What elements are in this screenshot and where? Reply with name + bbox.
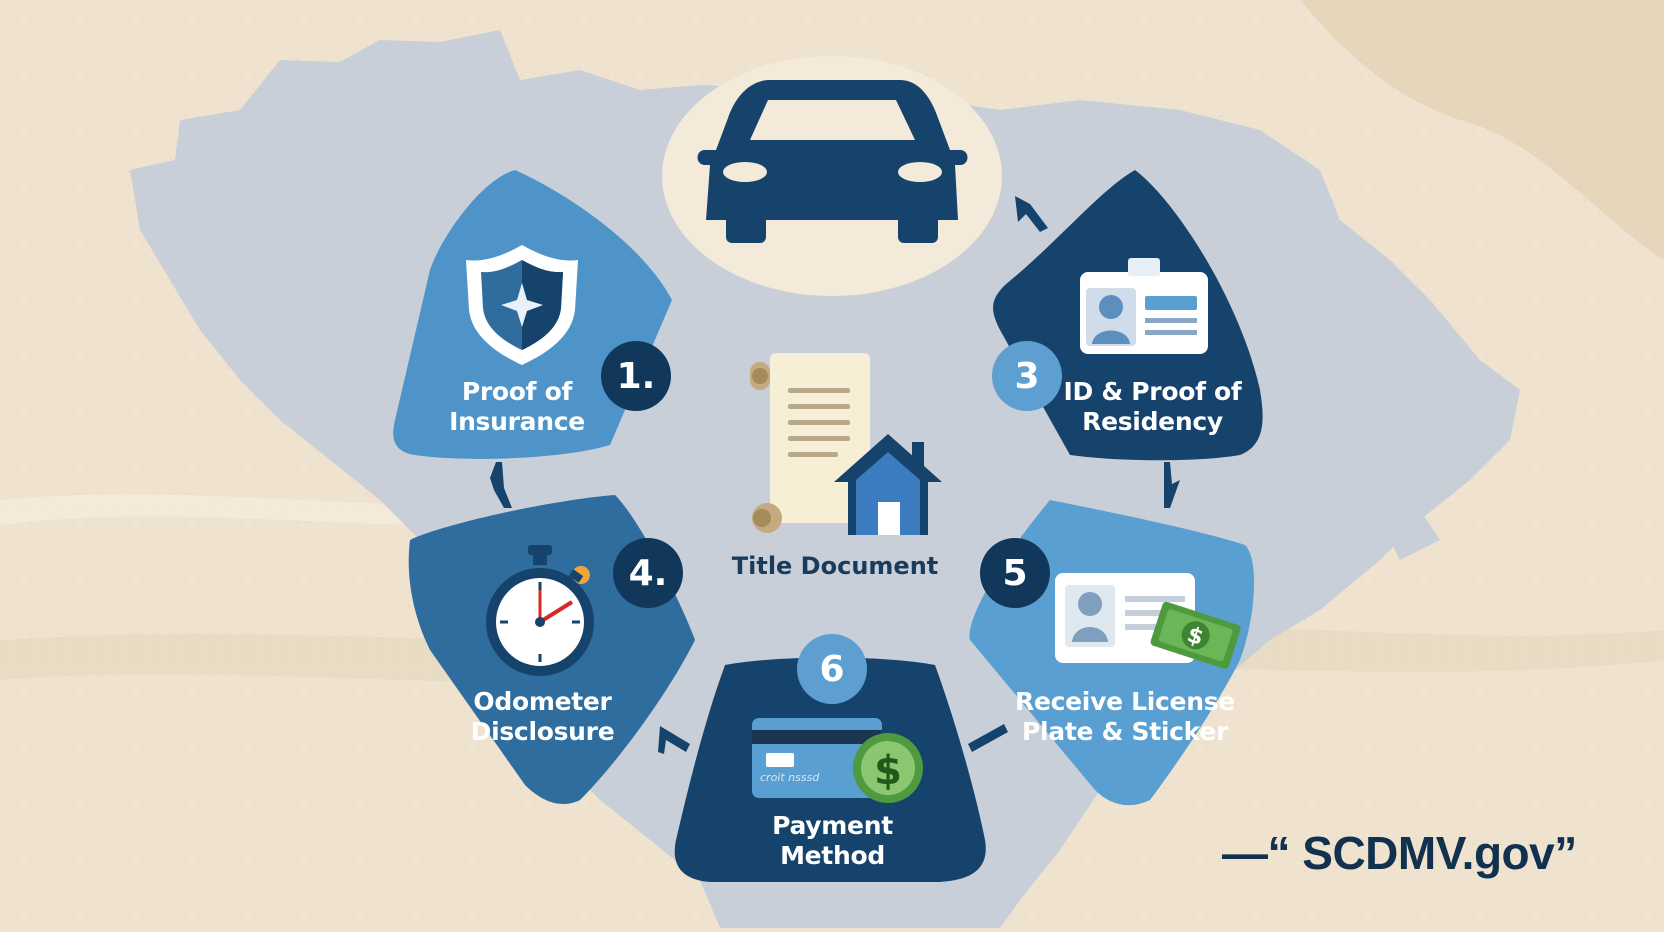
arrow-5-to-6	[968, 724, 1008, 752]
id-card-icon	[1080, 258, 1208, 354]
svg-text:$: $	[1184, 622, 1206, 651]
step-5-number: 5	[980, 538, 1050, 608]
arrow-1-to-4	[490, 462, 512, 508]
step-4-number: 4.	[613, 538, 683, 608]
svg-text:$: $	[874, 748, 902, 794]
credit-card-text: croit nsssd	[760, 771, 820, 784]
arrow-3-to-5	[1164, 462, 1180, 508]
cash-icon: $	[1150, 601, 1241, 669]
title-document-label: Title Document	[731, 552, 939, 580]
stopwatch-icon	[486, 545, 594, 676]
coastal-islands	[1250, 460, 1440, 600]
shield-icon	[466, 245, 578, 365]
arrow-6-to-4	[658, 726, 690, 754]
step-3-number: 3	[992, 341, 1062, 411]
credit-card-icon	[752, 718, 882, 798]
house-icon	[834, 434, 942, 535]
step-1-number: 1.	[601, 341, 671, 411]
source-attribution: —“ SCDMV.gov”	[1222, 827, 1577, 879]
step-6-number: 6	[797, 634, 867, 704]
paper-tear	[1300, 0, 1664, 260]
connector-arrows	[490, 196, 1180, 754]
dollar-coin-icon: $	[853, 733, 923, 803]
arrow-car-to-3	[1015, 196, 1048, 232]
car-icon	[697, 80, 968, 243]
